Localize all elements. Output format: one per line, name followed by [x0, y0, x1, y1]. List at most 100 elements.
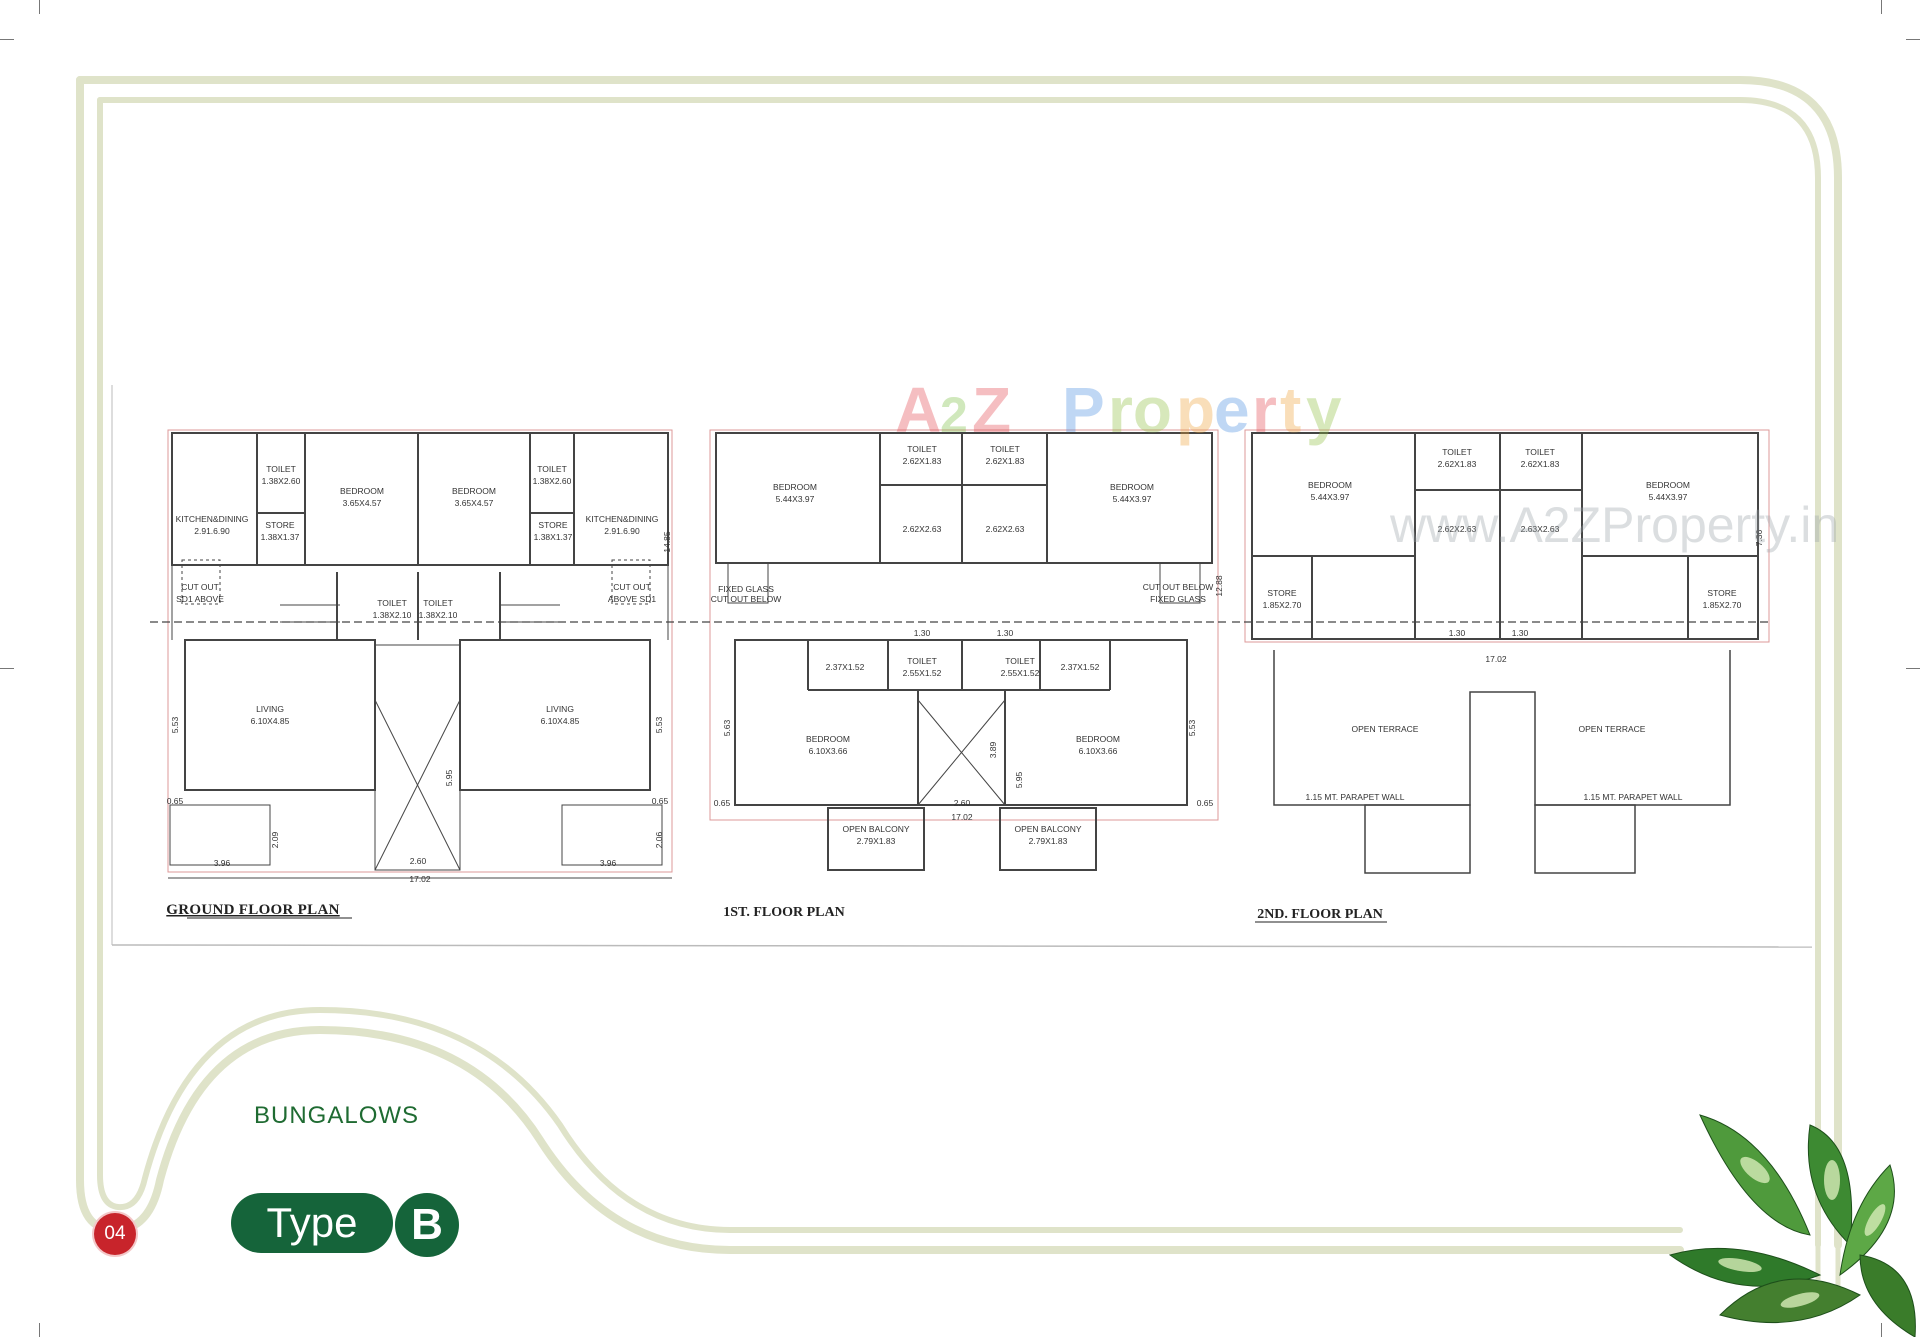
svg-text:1.38X2.60: 1.38X2.60	[262, 476, 301, 486]
svg-text:3.65X4.57: 3.65X4.57	[455, 498, 494, 508]
svg-text:CUT OUT: CUT OUT	[181, 582, 219, 592]
svg-text:LIVING: LIVING	[546, 704, 574, 714]
svg-text:TOILET: TOILET	[907, 444, 937, 454]
svg-text:TOILET: TOILET	[1525, 447, 1555, 457]
svg-text:1.85X2.70: 1.85X2.70	[1263, 600, 1302, 610]
svg-text:2.79X1.83: 2.79X1.83	[1029, 836, 1068, 846]
svg-text:5.63: 5.63	[722, 719, 732, 736]
crop-mark	[39, 0, 40, 14]
plan-title-second: 2ND. FLOOR PLAN	[1257, 907, 1383, 922]
svg-text:2.60: 2.60	[954, 798, 971, 808]
svg-text:2.60: 2.60	[410, 856, 427, 866]
svg-text:t: t	[1280, 374, 1301, 446]
svg-text:2.62X2.63: 2.62X2.63	[986, 524, 1025, 534]
svg-text:y: y	[1306, 374, 1342, 446]
svg-text:2: 2	[940, 387, 968, 443]
crop-mark	[1906, 39, 1920, 40]
svg-text:TOILET: TOILET	[266, 464, 296, 474]
svg-text:1.30: 1.30	[1449, 628, 1466, 638]
svg-text:2.06: 2.06	[654, 831, 664, 848]
svg-text:2.37X1.52: 2.37X1.52	[826, 662, 865, 672]
svg-text:17.02: 17.02	[409, 874, 431, 884]
svg-text:BEDROOM: BEDROOM	[1646, 480, 1690, 490]
svg-text:2.55X1.52: 2.55X1.52	[1001, 668, 1040, 678]
svg-text:17.02: 17.02	[1485, 654, 1507, 664]
svg-text:SD1 ABOVE: SD1 ABOVE	[176, 594, 224, 604]
svg-text:1.38X2.60: 1.38X2.60	[533, 476, 572, 486]
svg-text:7.36: 7.36	[1754, 529, 1764, 546]
svg-text:2.63X2.63: 2.63X2.63	[1521, 524, 1560, 534]
svg-text:2.62X1.83: 2.62X1.83	[1521, 459, 1560, 469]
svg-text:1.30: 1.30	[1512, 628, 1529, 638]
svg-text:2.62X1.83: 2.62X1.83	[1438, 459, 1477, 469]
svg-text:OPEN TERRACE: OPEN TERRACE	[1352, 724, 1419, 734]
svg-text:BEDROOM: BEDROOM	[806, 734, 850, 744]
crop-mark	[1906, 668, 1920, 669]
svg-text:5.53: 5.53	[1187, 719, 1197, 736]
svg-text:ABOVE SD1: ABOVE SD1	[608, 594, 656, 604]
svg-text:6.10X4.85: 6.10X4.85	[251, 716, 290, 726]
svg-text:1.38X1.37: 1.38X1.37	[534, 532, 573, 542]
svg-text:1.38X1.37: 1.38X1.37	[261, 532, 300, 542]
second-floor-plan	[1232, 429, 1770, 874]
crop-mark	[1881, 1323, 1882, 1337]
svg-text:e: e	[1214, 374, 1250, 446]
svg-text:TOILET: TOILET	[377, 598, 407, 608]
crop-mark	[0, 39, 14, 40]
ground-floor-plan	[150, 429, 690, 879]
svg-text:2.09: 2.09	[270, 831, 280, 848]
svg-text:TOILET: TOILET	[1442, 447, 1472, 457]
svg-text:0.65: 0.65	[714, 798, 731, 808]
svg-text:1.30: 1.30	[997, 628, 1014, 638]
svg-text:1.15 MT. PARAPET WALL: 1.15 MT. PARAPET WALL	[1583, 792, 1682, 802]
svg-text:6.10X3.66: 6.10X3.66	[809, 746, 848, 756]
crop-mark	[0, 668, 14, 669]
svg-text:1.15 MT. PARAPET WALL: 1.15 MT. PARAPET WALL	[1305, 792, 1404, 802]
svg-text:STORE: STORE	[538, 520, 567, 530]
svg-text:5.95: 5.95	[1014, 771, 1024, 788]
svg-text:BEDROOM: BEDROOM	[1076, 734, 1120, 744]
crop-mark	[1881, 0, 1882, 14]
svg-text:FIXED GLASS: FIXED GLASS	[718, 584, 774, 594]
svg-text:5.53: 5.53	[170, 716, 180, 733]
svg-text:OPEN BALCONY: OPEN BALCONY	[1014, 824, 1081, 834]
svg-text:17.02: 17.02	[951, 812, 973, 822]
svg-text:3.89: 3.89	[988, 741, 998, 758]
svg-text:STORE: STORE	[1707, 588, 1736, 598]
category-label: BUNGALOWS	[254, 1102, 420, 1129]
plan-title-first: 1ST. FLOOR PLAN	[723, 905, 844, 920]
svg-text:Z: Z	[972, 374, 1011, 446]
svg-text:r: r	[1252, 374, 1277, 446]
svg-text:ro: ro	[1108, 374, 1172, 446]
plant-icon	[1668, 1114, 1916, 1337]
svg-text:BEDROOM: BEDROOM	[1110, 482, 1154, 492]
svg-text:KITCHEN&DINING: KITCHEN&DINING	[176, 514, 249, 524]
svg-text:www.A2ZProperty.in: www.A2ZProperty.in	[1389, 497, 1839, 553]
first-floor-plan	[690, 429, 1230, 871]
svg-text:STORE: STORE	[265, 520, 294, 530]
svg-text:TOILET: TOILET	[907, 656, 937, 666]
svg-text:CUT OUT BELOW: CUT OUT BELOW	[1143, 582, 1214, 592]
svg-text:14.85: 14.85	[662, 531, 672, 553]
svg-text:2.79X1.83: 2.79X1.83	[857, 836, 896, 846]
svg-text:OPEN BALCONY: OPEN BALCONY	[842, 824, 909, 834]
type-letter-badge: B	[395, 1193, 459, 1257]
svg-text:5.44X3.97: 5.44X3.97	[1649, 492, 1688, 502]
svg-text:0.65: 0.65	[167, 796, 184, 806]
svg-text:BEDROOM: BEDROOM	[452, 486, 496, 496]
svg-text:STORE: STORE	[1267, 588, 1296, 598]
svg-text:CUT OUT: CUT OUT	[613, 582, 651, 592]
svg-text:2.62X1.83: 2.62X1.83	[986, 456, 1025, 466]
svg-text:2.37X1.52: 2.37X1.52	[1061, 662, 1100, 672]
svg-text:5.44X3.97: 5.44X3.97	[1113, 494, 1152, 504]
svg-text:5.44X3.97: 5.44X3.97	[776, 494, 815, 504]
svg-text:0.65: 0.65	[652, 796, 669, 806]
svg-text:BEDROOM: BEDROOM	[773, 482, 817, 492]
svg-text:1.38X2.10: 1.38X2.10	[373, 610, 412, 620]
svg-text:2.62X2.63: 2.62X2.63	[1438, 524, 1477, 534]
svg-text:BEDROOM: BEDROOM	[340, 486, 384, 496]
svg-text:CUT OUT BELOW: CUT OUT BELOW	[711, 594, 782, 604]
page-number-badge: 04	[94, 1213, 136, 1255]
crop-mark	[39, 1323, 40, 1337]
